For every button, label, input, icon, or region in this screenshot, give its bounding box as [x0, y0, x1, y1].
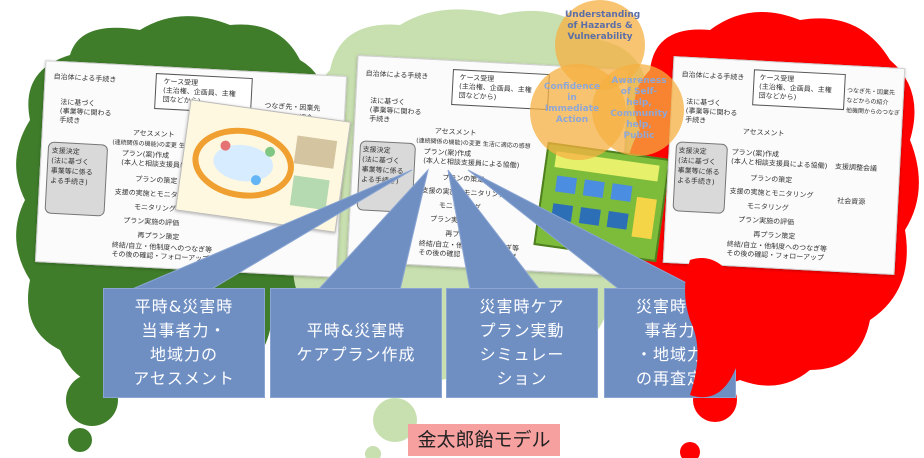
green-bubble-small-2 [68, 428, 92, 452]
light-green-bubble-small-1 [373, 398, 417, 442]
red-cloud-overlap [685, 258, 749, 398]
light-green-bubble-small-2 [365, 446, 381, 458]
venn-circle-right [592, 64, 684, 156]
illustration-inset-left [174, 99, 352, 233]
venn-text-top: Understanding of Hazards & Vulnerability [565, 10, 641, 42]
venn-text-right: Awareness of Self-help, Community help, … [610, 76, 668, 141]
caption-kintaro-model: 金太郎飴モデル [408, 424, 560, 456]
label-box-care-plan: 平時&災害時 ケアプラン作成 [270, 288, 442, 398]
red-bubble-small-2 [680, 442, 700, 458]
venn-text-left: Confidence in Immediate Action [543, 82, 601, 125]
label-box-assessment: 平時&災害時 当事者力・ 地域力の アセスメント [103, 288, 265, 398]
label-box-simulation: 災害時ケア プラン実動 シミュレー ション [446, 288, 598, 398]
